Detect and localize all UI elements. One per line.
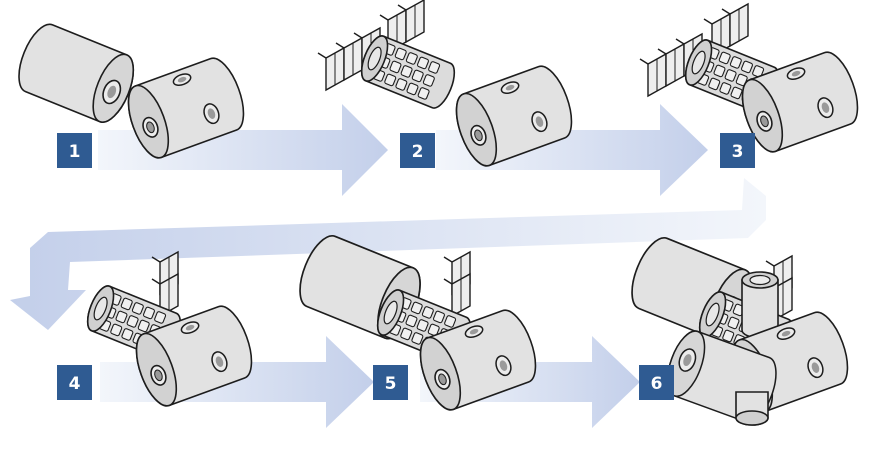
step-badge-3: 3 xyxy=(720,133,755,168)
step-badge-6: 6 xyxy=(639,365,674,400)
solar-array xyxy=(443,251,471,317)
step-number-3: 3 xyxy=(732,142,744,162)
step-number-4: 4 xyxy=(69,374,81,394)
step-number-2: 2 xyxy=(412,142,424,162)
step-number-1: 1 xyxy=(69,142,81,162)
module-ribbed-core xyxy=(355,31,461,113)
step-number-5: 5 xyxy=(385,374,397,394)
step-badge-2: 2 xyxy=(400,133,435,168)
module-vertical-bottom xyxy=(735,391,769,426)
step-badge-1: 1 xyxy=(57,133,92,168)
module-cylinder xyxy=(9,18,143,129)
module-vertical-top xyxy=(741,271,779,339)
step-badge-4: 4 xyxy=(57,365,92,400)
step-badge-5: 5 xyxy=(373,365,408,400)
step6-illustration xyxy=(622,231,857,428)
arrow-step2-to-step3 xyxy=(436,104,708,196)
arrow-step4-to-step5 xyxy=(100,336,374,428)
arrow-step1-to-step2 xyxy=(98,104,388,196)
step-number-6: 6 xyxy=(651,374,663,394)
arrow-step3-to-step4 xyxy=(10,178,766,330)
